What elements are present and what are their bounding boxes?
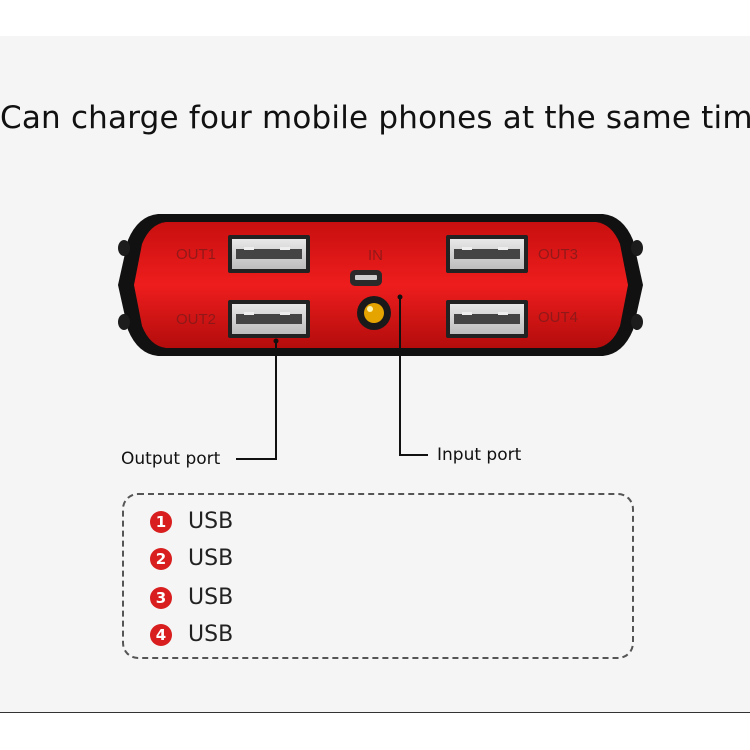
port-legend: 1 USB 2 USB 3 USB 4 USB [122,493,634,659]
legend-label: USB [188,622,234,647]
legend-label: USB [188,509,234,534]
label-out1: OUT1 [176,246,216,263]
number-badge: 2 [150,547,172,570]
legend-item: 2 USB [150,546,233,571]
usb-port-out3 [446,235,528,273]
legend-label: USB [188,546,234,571]
bottom-divider [0,712,750,713]
input-port-callout: Input port [437,445,522,465]
usb-port-out4 [446,300,528,338]
output-port-callout: Output port [121,449,221,469]
usb-port-out2 [228,300,310,338]
number-badge: 4 [150,623,172,646]
device-face [134,222,628,348]
label-in: IN [368,247,383,264]
micro-usb-port [350,270,382,286]
number-badge: 3 [150,586,172,609]
background-panel [0,36,750,712]
headline: Can charge four mobile phones at the sam… [0,100,750,136]
usb-port-out1 [228,235,310,273]
legend-item: 3 USB [150,585,233,610]
legend-item: 1 USB [150,509,233,534]
label-out4: OUT4 [538,309,578,326]
label-out3: OUT3 [538,246,578,263]
number-badge: 1 [150,510,172,533]
power-bank-illustration: OUT1 OUT2 OUT3 OUT4 IN [118,210,643,360]
label-out2: OUT2 [176,311,216,328]
legend-item: 4 USB [150,622,233,647]
legend-label: USB [188,585,234,610]
led-indicator [357,296,391,330]
